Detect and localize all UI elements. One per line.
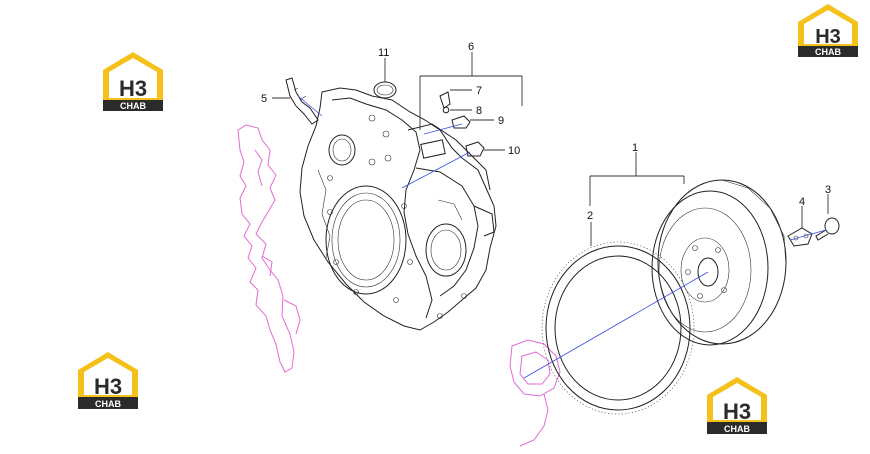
logo-main-text: H3 bbox=[815, 26, 841, 48]
callout-1: 1 bbox=[632, 142, 638, 154]
callout-5: 5 bbox=[261, 93, 267, 105]
callout-11: 11 bbox=[378, 47, 389, 59]
ring-gear bbox=[541, 241, 695, 415]
logo-sub-text: CHAB bbox=[815, 47, 841, 57]
logo-main-text: H3 bbox=[119, 76, 147, 101]
callout-labels: 1 2 3 4 5 6 7 8 9 10 11 bbox=[261, 41, 831, 222]
leader-lines bbox=[272, 52, 829, 246]
logo-sub-text: CHAB bbox=[120, 101, 146, 111]
flywheel-bolt bbox=[815, 217, 840, 241]
logo-top-left: H3 CHAB bbox=[103, 52, 163, 111]
callout-10: 10 bbox=[508, 145, 520, 157]
logo-bottom-right: H3 CHAB bbox=[707, 377, 767, 434]
callout-3: 3 bbox=[825, 184, 831, 196]
ghost-crankshaft bbox=[509, 339, 561, 447]
flywheel bbox=[651, 179, 787, 346]
callout-2: 2 bbox=[587, 210, 593, 222]
logo-top-right: H3 CHAB bbox=[798, 4, 858, 57]
flywheel-housing bbox=[299, 87, 497, 331]
plug bbox=[373, 81, 397, 99]
logo-sub-text: CHAB bbox=[95, 399, 121, 409]
assembly-axes bbox=[297, 95, 827, 379]
bracket-assembly bbox=[439, 91, 485, 157]
logo-sub-text: CHAB bbox=[724, 424, 750, 434]
logo-main-text: H3 bbox=[723, 399, 751, 424]
callout-6: 6 bbox=[468, 41, 474, 53]
speed-sensor bbox=[285, 77, 319, 125]
ghost-engine-block bbox=[237, 124, 301, 373]
callout-7: 7 bbox=[476, 85, 482, 97]
logo-bottom-left: H3 CHAB bbox=[78, 352, 138, 409]
logo-main-text: H3 bbox=[94, 374, 122, 399]
callout-4: 4 bbox=[799, 196, 805, 208]
callout-9: 9 bbox=[498, 115, 504, 127]
callout-8: 8 bbox=[476, 105, 482, 117]
